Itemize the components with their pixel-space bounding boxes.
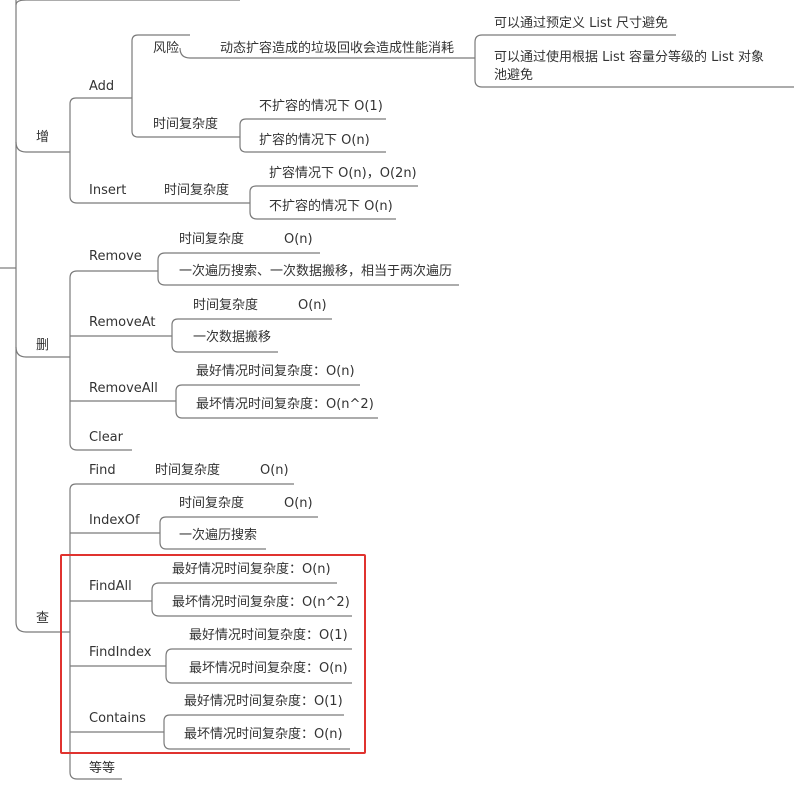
node-remove-all-worst[interactable]: 最坏情况时间复杂度：O(n^2) <box>196 397 374 412</box>
node-find[interactable]: Find <box>89 463 116 478</box>
node-add-case-no-expand[interactable]: 不扩容的情况下 O(1) <box>259 99 383 114</box>
node-find-index[interactable]: FindIndex <box>89 645 152 660</box>
node-find-all-worst[interactable]: 最坏情况时间复杂度：O(n^2) <box>172 595 350 610</box>
node-remove-at-complexity-value[interactable]: O(n) <box>298 298 327 313</box>
node-find-complexity[interactable]: 时间复杂度 <box>155 463 221 478</box>
node-index-of[interactable]: IndexOf <box>89 513 140 528</box>
node-find-index-worst[interactable]: 最坏情况时间复杂度：O(n) <box>189 661 348 676</box>
node-remove-at-complexity[interactable]: 时间复杂度 <box>193 298 259 313</box>
node-find-all-best[interactable]: 最好情况时间复杂度：O(n) <box>172 562 331 577</box>
node-etc[interactable]: 等等 <box>89 761 116 776</box>
node-remove-at[interactable]: RemoveAt <box>89 315 156 330</box>
highlight-box <box>60 554 366 754</box>
node-add[interactable]: Add <box>89 79 115 94</box>
node-add-case-expand[interactable]: 扩容的情况下 O(n) <box>259 133 370 148</box>
node-remove-all[interactable]: RemoveAll <box>89 381 158 396</box>
node-index-of-note[interactable]: 一次遍历搜索 <box>179 528 258 543</box>
node-add-mitigation-2[interactable]: 可以通过使用根据 List 容量分等级的 List 对象池避免 <box>494 50 764 83</box>
node-contains[interactable]: Contains <box>89 711 146 726</box>
node-index-of-complexity[interactable]: 时间复杂度 <box>179 496 245 511</box>
node-remove-all-best[interactable]: 最好情况时间复杂度：O(n) <box>196 364 355 379</box>
node-add-complexity[interactable]: 时间复杂度 <box>153 117 219 132</box>
node-index-of-complexity-value[interactable]: O(n) <box>284 496 313 511</box>
node-add-mitigation-1[interactable]: 可以通过预定义 List 尺寸避免 <box>494 16 668 31</box>
node-insert[interactable]: Insert <box>89 183 127 198</box>
node-remove-complexity-value[interactable]: O(n) <box>284 232 313 247</box>
node-clear[interactable]: Clear <box>89 430 123 445</box>
node-remove-complexity[interactable]: 时间复杂度 <box>179 232 245 247</box>
node-remove-note[interactable]: 一次遍历搜索、一次数据搬移，相当于两次遍历 <box>179 264 453 279</box>
node-remove[interactable]: Remove <box>89 249 142 264</box>
node-find-all[interactable]: FindAll <box>89 579 132 594</box>
node-remove-at-note[interactable]: 一次数据搬移 <box>193 330 272 345</box>
group-find[interactable]: 查 <box>36 611 50 626</box>
node-insert-case-no-expand[interactable]: 不扩容的情况下 O(n) <box>269 199 393 214</box>
node-find-complexity-value[interactable]: O(n) <box>260 463 289 478</box>
node-contains-best[interactable]: 最好情况时间复杂度：O(1) <box>184 694 343 709</box>
node-insert-case-expand[interactable]: 扩容情况下 O(n)，O(2n) <box>269 166 417 181</box>
group-delete[interactable]: 删 <box>36 338 50 353</box>
node-contains-worst[interactable]: 最坏情况时间复杂度：O(n) <box>184 727 343 742</box>
node-add-risk-desc[interactable]: 动态扩容造成的垃圾回收会造成性能消耗 <box>220 41 455 56</box>
node-find-index-best[interactable]: 最好情况时间复杂度：O(1) <box>189 628 348 643</box>
node-insert-complexity[interactable]: 时间复杂度 <box>164 183 230 198</box>
group-add[interactable]: 增 <box>36 130 50 145</box>
node-add-risk[interactable]: 风险 <box>153 41 180 56</box>
